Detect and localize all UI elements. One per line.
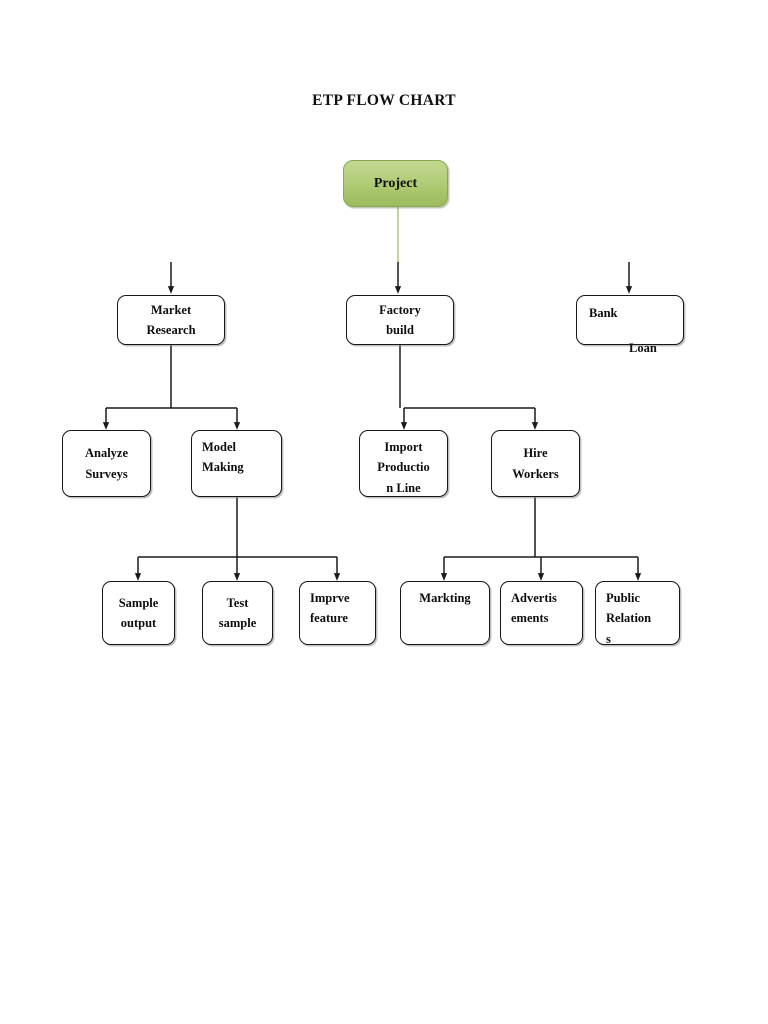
edge-project-bus [171, 207, 629, 263]
node-markting-label: Markting [419, 591, 471, 605]
node-model-making[interactable]: Model Making [191, 430, 282, 497]
node-test-sample-label: Test sample [218, 595, 257, 630]
node-imprve-feature[interactable]: Imprve feature [299, 581, 376, 645]
node-sample-output-label: Sample output [118, 595, 159, 630]
node-analyze-surveys-label: Analyze Surveys [84, 446, 129, 481]
node-factory-build[interactable]: Factory build [346, 295, 454, 345]
edge-market-research-to-children [102, 345, 241, 430]
node-analyze-surveys[interactable]: Analyze Surveys [62, 430, 151, 497]
node-bank-label: Bank [589, 306, 618, 320]
node-advertisements[interactable]: Advertis ements [500, 581, 583, 645]
node-test-sample[interactable]: Test sample [202, 581, 273, 645]
node-project-label: Project [373, 175, 418, 191]
page-title: ETP FLOW CHART [312, 92, 456, 109]
node-market-research-label: Market Research [146, 302, 196, 337]
node-import-production-line-label: Import Productio n Line [377, 440, 430, 495]
node-factory-build-label: Factory build [379, 302, 421, 337]
node-bank-loan-annotation: Loan [629, 341, 657, 355]
edge-factory-build-to-children [399, 345, 539, 430]
node-hire-workers[interactable]: Hire Workers [491, 430, 580, 497]
edge-hire-workers-to-children [440, 497, 642, 581]
node-public-relations-label: Public Relation s [606, 591, 652, 645]
node-markting[interactable]: Markting [400, 581, 490, 645]
edge-model-making-to-children [134, 497, 341, 581]
node-hire-workers-label: Hire Workers [512, 446, 559, 481]
node-public-relations[interactable]: Public Relation s [595, 581, 680, 645]
node-sample-output[interactable]: Sample output [102, 581, 175, 645]
node-imprve-feature-label: Imprve feature [310, 591, 350, 626]
node-project[interactable]: Project [343, 160, 448, 207]
node-bank[interactable]: Bank [576, 295, 684, 345]
node-advertisements-label: Advertis ements [511, 591, 557, 626]
node-market-research[interactable]: Market Research [117, 295, 225, 345]
node-model-making-label: Model Making [202, 440, 244, 475]
node-import-production-line[interactable]: Import Productio n Line [359, 430, 448, 497]
